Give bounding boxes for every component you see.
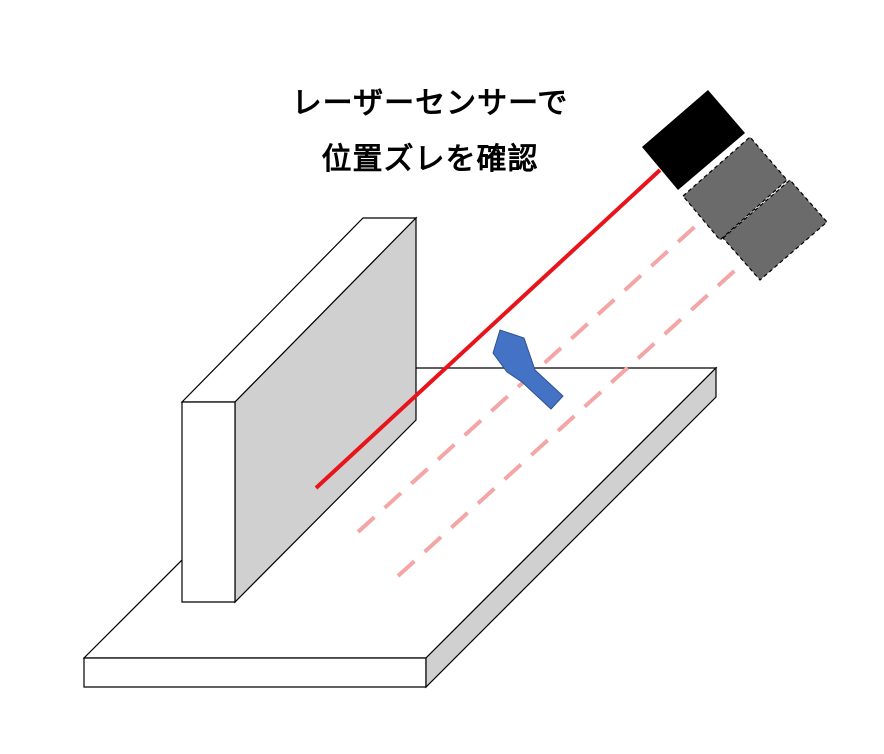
laser-beam-ghost-2: [396, 262, 744, 578]
laser-sensor-ghost-1: [682, 136, 788, 241]
laser-beam: [314, 168, 662, 490]
workpiece-block-front: [181, 401, 236, 603]
title-line-2: 位置ズレを確認: [321, 142, 539, 177]
laser-sensor-ghost-2: [722, 179, 828, 281]
base-plate-side: [425, 366, 717, 689]
base-plate-front: [83, 657, 427, 688]
title-line-1: レーザーセンサーで: [291, 86, 569, 121]
laser-sensor: [642, 90, 745, 190]
arrow-up-left-icon: [492, 329, 564, 410]
workpiece-block: [180, 216, 418, 604]
